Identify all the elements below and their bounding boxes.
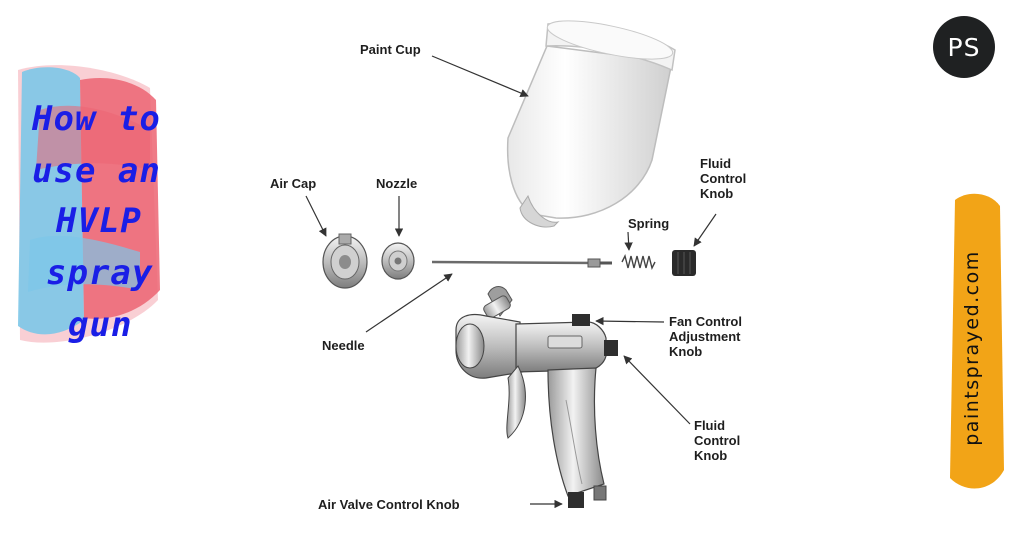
title-line: How to — [32, 99, 161, 139]
label-line: Knob — [669, 344, 703, 359]
spring-icon — [621, 253, 656, 271]
arrow-spring — [624, 231, 633, 251]
label-nozzle: Nozzle — [376, 176, 418, 191]
nozzle-icon — [381, 242, 415, 280]
label-line: Fluid — [694, 418, 726, 433]
air-cap-icon — [322, 233, 368, 289]
fluid-control-knob-icon — [672, 250, 696, 276]
title-line: spray — [46, 253, 154, 293]
arrow-fluid-knob-bottom — [623, 355, 691, 425]
arrow-air-cap — [305, 195, 327, 237]
brush-stroke-right — [950, 193, 1004, 489]
title-line: HVLP — [56, 201, 142, 241]
label-line: Adjustment — [669, 329, 741, 344]
label-paint-cup: Paint Cup — [360, 42, 421, 57]
arrow-fluid-knob-top — [693, 213, 717, 247]
label-line: Fluid — [700, 156, 732, 171]
callout-arrows — [305, 55, 717, 509]
spray-gun-icon — [455, 286, 618, 508]
label-line: Knob — [700, 186, 734, 201]
title-line: use an — [32, 151, 161, 191]
label-line: Knob — [694, 448, 728, 463]
paint-cup-icon — [506, 20, 676, 228]
label-spring: Spring — [628, 216, 670, 231]
title-line: gun — [68, 305, 133, 345]
label-line: Control — [700, 171, 747, 186]
label-air-valve-control-knob: Air Valve Control Knob — [318, 497, 460, 512]
label-line: Fan Control — [669, 314, 742, 329]
arrow-needle — [365, 273, 453, 333]
label-line: Control — [694, 433, 741, 448]
needle-icon — [431, 258, 612, 268]
label-needle: Needle — [322, 338, 365, 353]
arrow-paint-cup — [431, 55, 529, 97]
arrow-fan-control — [595, 316, 665, 326]
brush-strokes-left — [18, 65, 160, 343]
ps-logo-badge: PS — [933, 16, 995, 78]
label-air-cap: Air Cap — [270, 176, 317, 191]
site-name: paintsprayed.com — [961, 250, 983, 446]
